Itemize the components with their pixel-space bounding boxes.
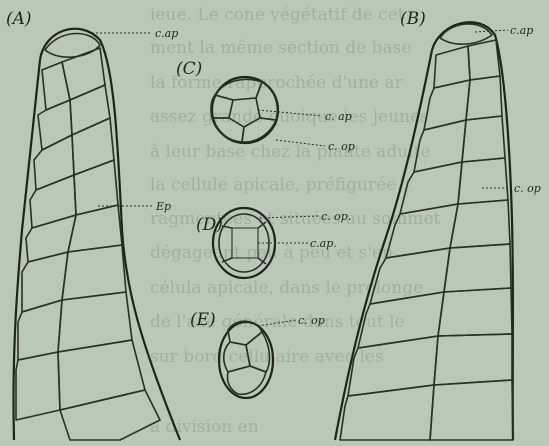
panel-c-cap-label: c. ap — [325, 110, 352, 123]
panel-a-cells — [16, 34, 160, 440]
bg-line-12: a division en — [150, 417, 259, 437]
bg-line-2: ment la même section de base — [150, 38, 411, 58]
panel-b-cop-label: c. op — [514, 182, 541, 195]
bg-line-9: célula apicale, dans le prolonge — [150, 278, 423, 298]
panel-b-cap-label: c.ap — [510, 24, 533, 37]
panel-a-label: (A) — [6, 9, 32, 29]
panel-d-cop-label: c. op. — [321, 210, 351, 223]
panel-b-label: (B) — [400, 9, 426, 29]
bg-line-6: la cellule apicale, préfigurée — [150, 175, 396, 195]
bg-line-4: assez grande quoique les jeunes — [150, 107, 429, 127]
panel-e-label: (E) — [190, 310, 216, 330]
panel-e-cop-label: c. op — [298, 314, 325, 327]
bg-line-11: sur bord cellulaire avec les — [150, 347, 384, 367]
panel-c-cop-label: c. op — [328, 140, 355, 153]
bg-line-1: ieue. Le cone végétatif de cet — [150, 5, 405, 25]
panel-c-label: (C) — [176, 59, 202, 79]
bg-line-5: à leur base chez la plante adulte — [150, 142, 431, 162]
panel-d-label: (D) — [196, 215, 223, 235]
panel-a-ep-label: Ep — [155, 200, 171, 213]
panel-d-cap-label: c.ap. — [310, 237, 337, 250]
panel-a-cap-label: c.ap — [155, 27, 178, 40]
